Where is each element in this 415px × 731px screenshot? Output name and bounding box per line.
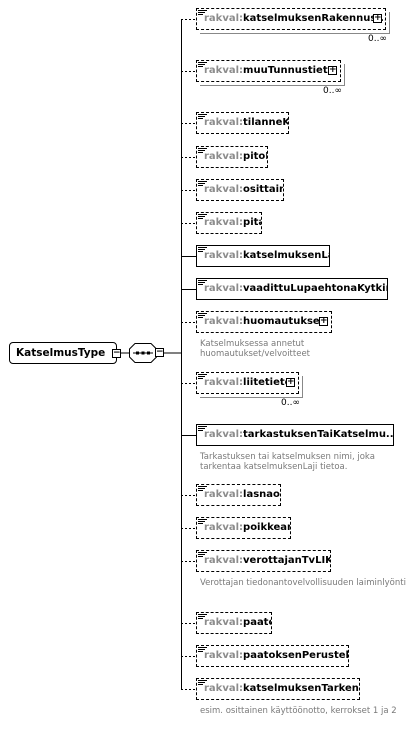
- element-prefix: rakval:: [204, 184, 244, 195]
- sequence-collapse-icon[interactable]: −: [155, 347, 164, 357]
- element-prefix: rakval:: [204, 429, 244, 440]
- element-name: poikkeamat: [243, 522, 290, 533]
- element-documentation: Katselmuksessa annetut huomautukset/velv…: [200, 339, 311, 359]
- element-name: tilanneKoodi: [243, 117, 288, 128]
- element-node[interactable]: rakval:katselmuksenTarkenne: [196, 678, 360, 700]
- element-prefix: rakval:: [204, 377, 244, 388]
- element-prefix: rakval:: [204, 617, 244, 628]
- element-node[interactable]: rakval:paatoksenPerustelut: [196, 645, 349, 667]
- element-prefix: rakval:: [204, 13, 244, 24]
- collapse-icon[interactable]: −: [112, 348, 121, 358]
- element-node[interactable]: rakval:katselmuksenLaji: [196, 245, 330, 267]
- element-name: pitaja: [243, 217, 261, 228]
- expand-icon[interactable]: +: [373, 13, 382, 23]
- element-name: katselmuksenRakennus...: [243, 13, 386, 24]
- element-corner-icon: [198, 148, 207, 153]
- element-node[interactable]: rakval:vaadittuLupaehtonaKytkin: [196, 278, 388, 300]
- element-name: paatoksenPerustelut: [243, 650, 349, 661]
- element-corner-icon: [198, 62, 207, 67]
- cardinality-label: 0..∞: [368, 34, 387, 44]
- element-name: tarkastuksenTaiKatselmu...: [243, 429, 394, 440]
- element-corner-icon: [198, 247, 207, 252]
- root-type-node[interactable]: KatselmusType −: [9, 342, 121, 364]
- element-corner-icon: [198, 519, 207, 524]
- expand-icon[interactable]: +: [319, 316, 328, 326]
- element-node[interactable]: rakval:tilanneKoodi: [196, 112, 289, 134]
- element-corner-icon: [198, 280, 207, 285]
- element-corner-icon: [198, 680, 207, 685]
- element-corner-icon: [198, 426, 207, 431]
- element-name: paatos: [243, 617, 271, 628]
- element-prefix: rakval:: [204, 683, 244, 694]
- element-name: katselmuksenLaji: [243, 250, 329, 261]
- element-prefix: rakval:: [204, 283, 244, 294]
- element-prefix: rakval:: [204, 117, 244, 128]
- element-documentation: Tarkastuksen tai katselmuksen nimi, joka…: [200, 452, 375, 472]
- element-name: verottajanTvLIKytkin: [243, 555, 331, 566]
- expand-icon[interactable]: +: [286, 377, 295, 387]
- element-corner-icon: [198, 614, 207, 619]
- element-node[interactable]: rakval:pitoPvm: [196, 146, 268, 168]
- root-type-name: KatselmusType: [16, 347, 106, 359]
- element-corner-icon: [198, 313, 207, 318]
- element-node[interactable]: rakval:tarkastuksenTaiKatselmu...: [196, 424, 394, 446]
- element-name: vaadittuLupaehtonaKytkin: [243, 283, 388, 294]
- element-node[interactable]: rakval:verottajanTvLIKytkin: [196, 550, 331, 572]
- element-corner-icon: [198, 552, 207, 557]
- element-prefix: rakval:: [204, 650, 244, 661]
- cardinality-label: 0..∞: [323, 86, 342, 96]
- element-node[interactable]: rakval:huomautukset+: [196, 311, 332, 333]
- element-name: osittainen: [243, 184, 283, 195]
- expand-icon[interactable]: +: [328, 65, 337, 75]
- element-corner-icon: [198, 486, 207, 491]
- element-name: pitoPvm: [243, 151, 267, 162]
- element-prefix: rakval:: [204, 489, 244, 500]
- element-node[interactable]: rakval:lasnaolijat: [196, 484, 281, 506]
- element-corner-icon: [198, 647, 207, 652]
- element-node[interactable]: rakval:pitaja: [196, 212, 262, 234]
- element-prefix: rakval:: [204, 555, 244, 566]
- element-name: lasnaolijat: [243, 489, 280, 500]
- element-corner-icon: [198, 10, 207, 15]
- element-prefix: rakval:: [204, 65, 244, 76]
- element-documentation: Verottajan tiedonantovelvollisuuden laim…: [200, 578, 406, 588]
- cardinality-label: 0..∞: [281, 398, 300, 408]
- element-corner-icon: [198, 114, 207, 119]
- element-corner-icon: [198, 214, 207, 219]
- element-corner-icon: [198, 181, 207, 186]
- element-prefix: rakval:: [204, 151, 244, 162]
- sequence-compositor-icon[interactable]: [129, 343, 157, 363]
- element-node[interactable]: rakval:poikkeamat: [196, 517, 291, 539]
- element-name: katselmuksenTarkenne: [243, 683, 360, 694]
- element-node[interactable]: rakval:osittainen: [196, 179, 284, 201]
- element-node[interactable]: rakval:katselmuksenRakennus...+: [196, 8, 386, 30]
- element-name: muuTunnustieto: [243, 65, 335, 76]
- element-name: liitetieto: [243, 377, 292, 388]
- element-corner-icon: [198, 374, 207, 379]
- element-prefix: rakval:: [204, 316, 244, 327]
- element-node[interactable]: rakval:liitetieto+: [196, 372, 299, 394]
- element-node[interactable]: rakval:paatos: [196, 612, 272, 634]
- element-documentation: esim. osittainen käyttöönotto, kerrokset…: [200, 706, 397, 716]
- element-prefix: rakval:: [204, 522, 244, 533]
- element-prefix: rakval:: [204, 250, 244, 261]
- element-prefix: rakval:: [204, 217, 244, 228]
- element-name: huomautukset: [243, 316, 325, 327]
- element-node[interactable]: rakval:muuTunnustieto+: [196, 60, 341, 82]
